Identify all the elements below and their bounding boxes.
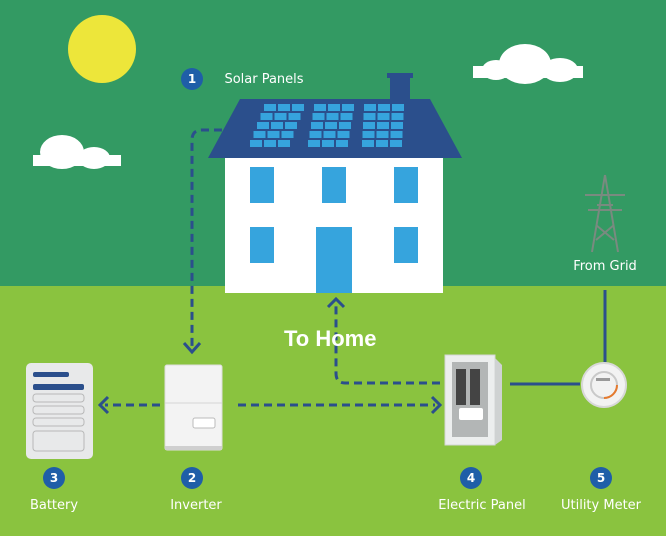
house-door [316, 227, 352, 293]
solar-cell [362, 131, 375, 138]
solar-cell [267, 131, 280, 138]
solar-cell [391, 113, 404, 120]
badge-utility-meter: 5 [590, 467, 612, 489]
battery-icon [26, 363, 93, 459]
solar-panels [250, 104, 404, 147]
badge-battery: 3 [43, 467, 65, 489]
cloud-icon [33, 135, 121, 169]
solar-cell [378, 104, 390, 111]
solar-cell [325, 122, 337, 129]
label-battery: Battery [29, 498, 79, 513]
solar-cell [308, 140, 320, 147]
solar-cell [281, 131, 294, 138]
label-inverter: Inverter [170, 498, 222, 513]
solar-cell [288, 113, 301, 120]
solar-cell [363, 122, 375, 129]
solar-cell [260, 113, 273, 120]
solar-cell [264, 104, 276, 111]
solar-cell [271, 122, 283, 129]
solar-cell [322, 140, 334, 147]
house-windows [250, 167, 418, 263]
solar-cell [309, 131, 322, 138]
label-utility-meter: Utility Meter [560, 498, 642, 513]
solar-cell [285, 122, 297, 129]
solar-cell [377, 113, 390, 120]
solar-cell [364, 104, 376, 111]
solar-cell [376, 140, 388, 147]
solar-cell [250, 140, 262, 147]
cloud-icon [473, 44, 583, 84]
chimney [390, 73, 410, 103]
sun-icon [68, 15, 136, 83]
label-solar-panels: Solar Panels [224, 72, 304, 87]
solar-cell [323, 131, 336, 138]
solar-cell [311, 122, 323, 129]
power-tower-icon [585, 174, 625, 253]
solar-cell [340, 113, 353, 120]
arrowheads [97, 296, 443, 415]
solar-cell [342, 104, 354, 111]
solar-cell [312, 113, 325, 120]
solar-cell [339, 122, 351, 129]
solar-cell [376, 131, 389, 138]
solar-cell [362, 140, 374, 147]
badge-solar-panels: 1 [181, 68, 203, 90]
solar-cell [363, 113, 376, 120]
label-electric-panel: Electric Panel [438, 498, 526, 513]
solar-cell [274, 113, 287, 120]
solar-cell [326, 113, 339, 120]
utility-meter-icon [581, 362, 627, 408]
badge-electric-panel: 4 [460, 467, 482, 489]
from-grid-label: From Grid [573, 259, 637, 274]
solar-cell [392, 104, 404, 111]
inverter-icon [164, 364, 223, 451]
solar-cell [336, 140, 348, 147]
solar-cell [314, 104, 326, 111]
solar-cell [264, 140, 276, 147]
solar-cell [278, 140, 290, 147]
solar-cell [391, 122, 403, 129]
solar-cell [278, 104, 290, 111]
badge-inverter: 2 [181, 467, 203, 489]
solar-cell [390, 140, 402, 147]
solar-cell [377, 122, 389, 129]
solar-cell [390, 131, 403, 138]
solar-cell [328, 104, 340, 111]
electric-panel-icon [444, 354, 502, 446]
solar-cell [337, 131, 350, 138]
solar-cell [257, 122, 269, 129]
energy-flow-lines [105, 128, 440, 407]
solar-cell [292, 104, 304, 111]
solar-cell [253, 131, 266, 138]
to-home-label: To Home [284, 326, 377, 351]
ground [0, 286, 666, 536]
